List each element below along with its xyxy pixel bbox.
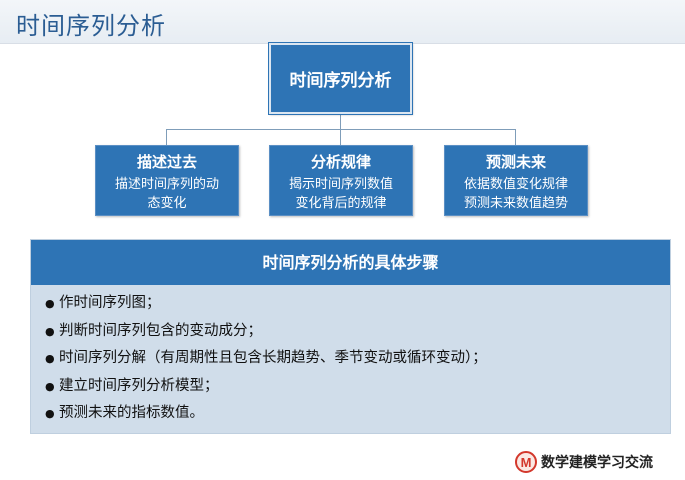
list-item: ● 建立时间序列分析模型； (45, 373, 670, 401)
bullet-icon: ● (45, 407, 55, 420)
child-node-desc: 依据数值变化规律 预测未来数值趋势 (445, 175, 587, 213)
step-text: 时间序列分解（有周期性且包含长期趋势、季节变动或循环变动）； (59, 350, 487, 366)
bullet-icon: ● (45, 324, 55, 338)
list-item: ● 作时间序列图； (45, 290, 670, 318)
page-title: 时间序列分析 (16, 12, 166, 40)
child-node-desc-line: 预测未来数值趋势 (463, 196, 568, 211)
connector-root-stem (340, 114, 341, 129)
steps-title: 时间序列分析的具体步骤 (31, 240, 670, 285)
step-text: 判断时间序列包含的变动成分； (59, 322, 262, 339)
header-band: 时间序列分析 (0, 0, 685, 44)
child-node-title: 分析规律 (310, 153, 371, 171)
step-text: 预测未来的指标数值。 (59, 405, 204, 421)
child-node-desc-line: 变化背后的规律 (295, 196, 387, 211)
steps-list: ● 作时间序列图； ● 判断时间序列包含的变动成分； ● 时间序列分解（有周期性且包含… (31, 285, 670, 428)
watermark: M 数学建模学习交流 (515, 450, 653, 474)
child-node-desc-line: 态变化 (147, 196, 187, 211)
steps-panel: 时间序列分析的具体步骤 ● 作时间序列图； ● 判断时间序列包含的变动成分； ● 时间… (30, 239, 671, 434)
logo-icon: M (515, 451, 537, 473)
child-node-describe-past: 描述过去 描述时间序列的动 态变化 (95, 145, 239, 216)
child-node-title: 描述过去 (136, 153, 197, 171)
child-node-desc: 揭示时间序列数值 变化背后的规律 (270, 175, 412, 213)
list-item: ● 时间序列分解（有周期性且包含长期趋势、季节变动或循环变动）； (45, 345, 670, 373)
connector-right (515, 129, 516, 145)
list-item: ● 预测未来的指标数值。 (45, 400, 670, 428)
child-node-desc-line: 依据数值变化规律 (463, 177, 568, 192)
child-node-title: 预测未来 (485, 153, 546, 171)
connector-middle (340, 129, 341, 145)
bullet-icon: ● (45, 297, 55, 310)
step-text: 建立时间序列分析模型； (59, 377, 219, 394)
child-node-predict-future: 预测未来 依据数值变化规律 预测未来数值趋势 (444, 145, 588, 216)
step-text: 作时间序列图； (59, 295, 161, 311)
bullet-icon: ● (45, 379, 55, 393)
child-node-analyze-pattern: 分析规律 揭示时间序列数值 变化背后的规律 (269, 145, 413, 216)
connector-left (166, 129, 167, 145)
root-node: 时间序列分析 (268, 42, 413, 115)
watermark-text: 数学建模学习交流 (541, 455, 653, 471)
bullet-icon: ● (45, 352, 55, 365)
child-node-desc-line: 描述时间序列的动 (114, 177, 219, 192)
list-item: ● 判断时间序列包含的变动成分； (45, 318, 670, 346)
child-node-desc: 描述时间序列的动 态变化 (96, 175, 238, 213)
connector-horizontal (166, 129, 516, 130)
child-node-desc-line: 揭示时间序列数值 (288, 177, 393, 192)
root-node-label: 时间序列分析 (289, 71, 392, 91)
